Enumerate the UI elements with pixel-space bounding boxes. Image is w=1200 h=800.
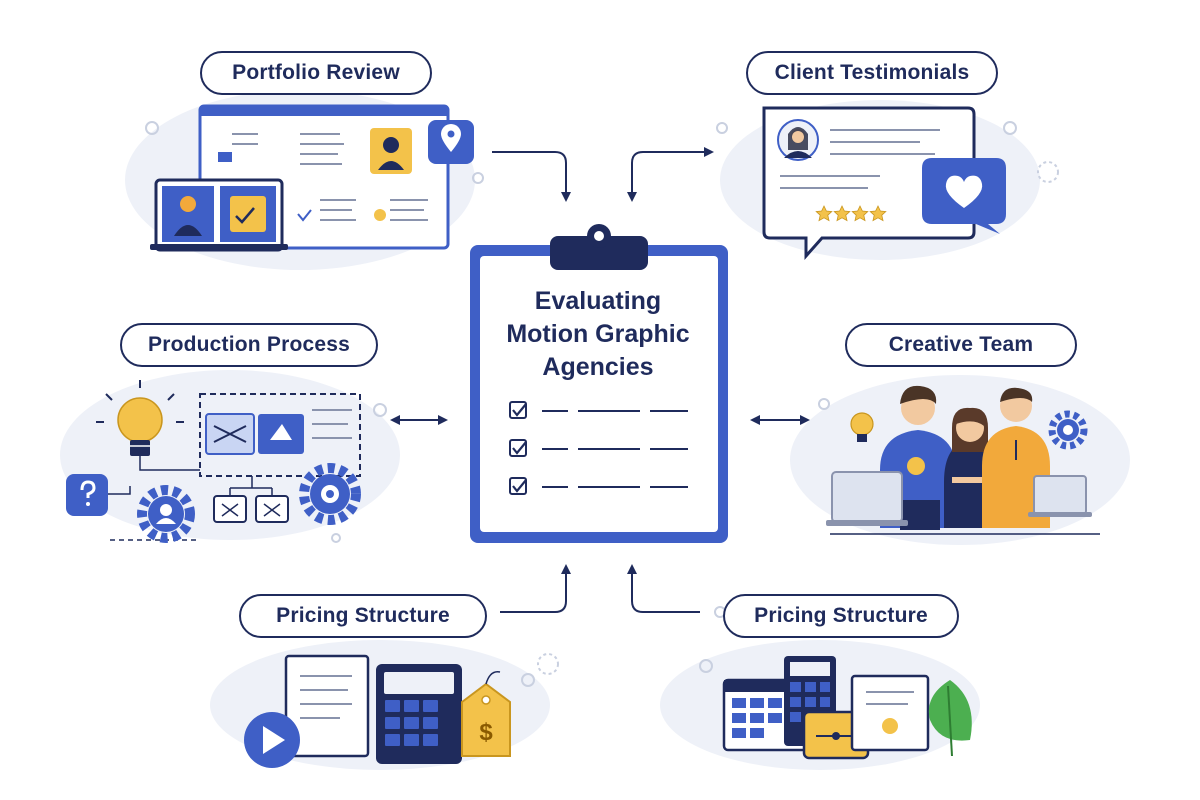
label-creative-team: Creative Team (845, 323, 1077, 367)
price-tag-icon: $ (461, 671, 511, 757)
lightbulb-icon (96, 380, 184, 456)
label-production-process: Production Process (120, 323, 378, 367)
heart-chat-icon (922, 158, 1006, 234)
connectors (390, 147, 810, 613)
label-pricing-structure-left: Pricing Structure (239, 594, 487, 638)
laptop-icon (1028, 475, 1092, 517)
label-client-testimonials: Client Testimonials (746, 51, 998, 95)
checklist-item (509, 401, 688, 419)
leaf-icon (928, 680, 972, 757)
process-flow (110, 393, 361, 541)
svg-text:$: $ (479, 719, 493, 746)
decorative-dots (145, 121, 1059, 687)
checklist-item (509, 477, 688, 495)
star-rating-icon (815, 205, 887, 222)
calculator-icon (376, 664, 462, 764)
checklist-item (509, 439, 688, 457)
center-title-line: Evaluating (534, 287, 662, 315)
gear-icon (299, 463, 361, 525)
label-pricing-structure-right: Pricing Structure (723, 594, 959, 638)
clipboard-icon (470, 224, 728, 543)
gear-icon (137, 485, 195, 543)
document-icon (284, 654, 370, 758)
play-icon (244, 712, 300, 768)
connector-pricing-left (500, 564, 571, 613)
location-pin-icon (428, 120, 474, 164)
connector-portfolio (492, 151, 571, 202)
checklist (509, 401, 688, 495)
center-title-line: Motion Graphic (506, 320, 690, 348)
label-portfolio-review: Portfolio Review (200, 51, 432, 95)
gear-icon (1048, 410, 1088, 450)
portfolio-illustration (150, 104, 450, 252)
laptop-icon (826, 471, 908, 526)
center-title: Evaluating Motion Graphic Agencies (488, 285, 708, 384)
question-icon (66, 474, 131, 516)
connector-pricing-right (627, 564, 700, 613)
connector-testimonials (627, 147, 714, 202)
lightbulb-icon (850, 412, 874, 442)
testimonial-card (762, 106, 976, 260)
center-title-line: Agencies (542, 353, 654, 381)
document-icon (850, 674, 930, 752)
